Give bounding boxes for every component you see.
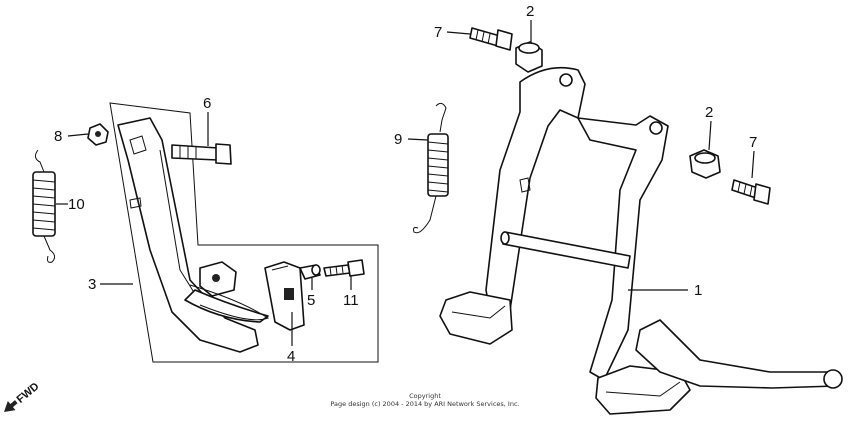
fwd-indicator: FWD	[4, 380, 42, 412]
callout-4: 4	[287, 348, 295, 365]
callout-5: 5	[307, 292, 315, 309]
side-stand-assembly	[109, 102, 379, 363]
copyright-line-2: Page design (c) 2004 - 2014 by ARI Netwo…	[330, 400, 519, 408]
copyright-footer: Copyright Page design (c) 2004 - 2014 by…	[330, 392, 519, 408]
part-6-bolt	[171, 143, 232, 165]
part-5-collar	[299, 264, 321, 280]
part-2-cap-top	[515, 41, 543, 73]
callout-8: 8	[54, 128, 62, 145]
part-2-cap-right	[689, 149, 721, 179]
callout-2-right: 2	[705, 104, 713, 121]
callout-11: 11	[343, 292, 359, 309]
part-10-spring	[32, 149, 56, 263]
side-stand-bar	[117, 117, 259, 353]
callout-1: 1	[694, 282, 702, 299]
part-7-bolt-right	[731, 179, 771, 205]
part-9-spring	[413, 102, 449, 234]
callout-7-top: 7	[434, 24, 442, 41]
part-4-pad	[264, 261, 305, 331]
callout-3: 3	[88, 276, 96, 293]
main-stand-left-foot	[439, 291, 513, 345]
callout-6: 6	[203, 95, 211, 112]
side-stand-pad	[184, 289, 269, 323]
main-stand-right-foot	[595, 365, 691, 415]
callout-2-top: 2	[526, 3, 534, 20]
part-7-bolt-top	[469, 27, 513, 51]
fwd-arrow-icon	[4, 400, 18, 412]
fwd-label: FWD	[15, 380, 42, 405]
callout-labels: 1 2 2 3 4 5 6 7 7 8 9 10 11	[54, 3, 757, 365]
callout-7-right: 7	[749, 134, 757, 151]
main-stand-left-leg	[485, 66, 586, 313]
callout-9: 9	[394, 131, 402, 148]
part-8-nut	[87, 123, 109, 146]
main-stand-crossbar	[502, 231, 631, 269]
pedal-knob	[823, 369, 843, 389]
main-stand	[439, 66, 843, 415]
leader-lines	[56, 20, 755, 346]
callout-10: 10	[68, 196, 85, 213]
main-stand-right-leg	[577, 115, 669, 381]
side-stand-panel	[109, 102, 379, 363]
part-11-bolt	[323, 259, 365, 277]
copyright-line-1: Copyright	[409, 392, 441, 400]
